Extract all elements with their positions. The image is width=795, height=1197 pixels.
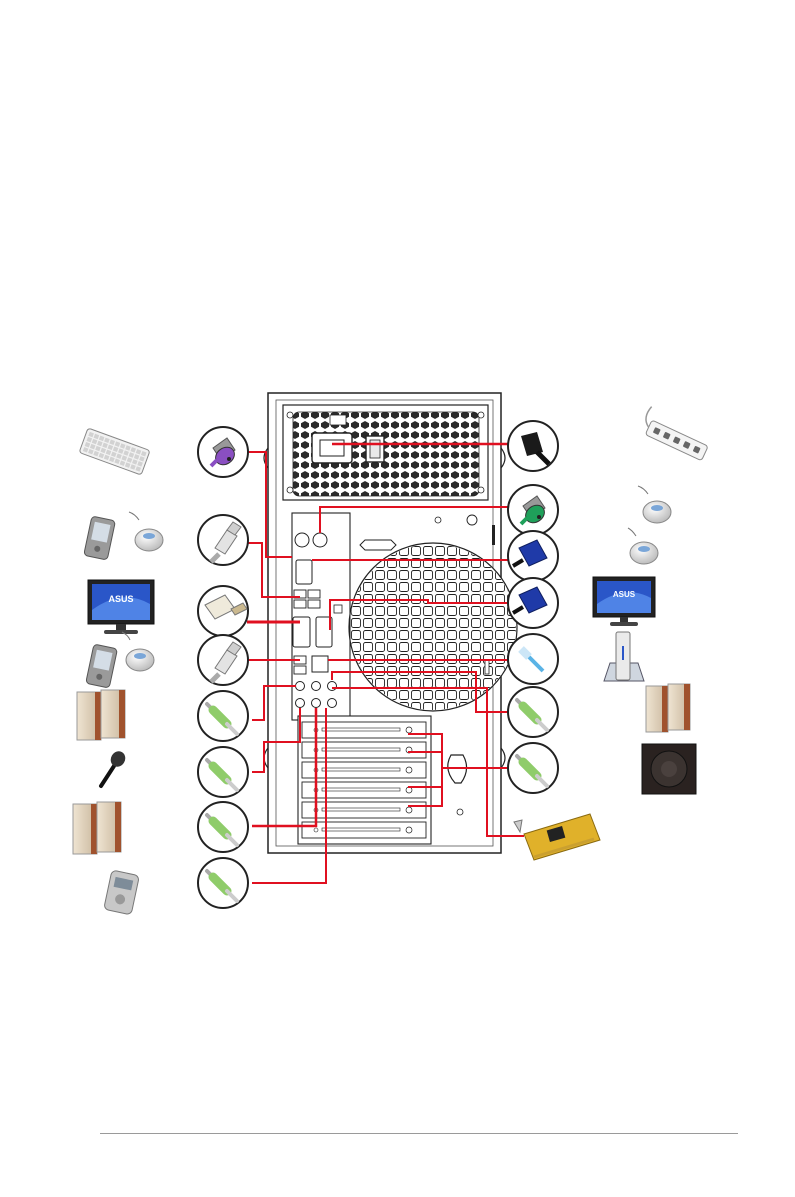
right-connector-column	[508, 421, 558, 793]
device-subwoofer	[642, 744, 696, 794]
audio-plug-connector-7	[508, 743, 558, 793]
device-speakers-left-2	[73, 802, 121, 854]
power-supply	[283, 405, 488, 500]
usb-plug-connector-2	[198, 515, 248, 565]
serial-plug-connector-3	[508, 531, 558, 581]
audio-jack-5[interactable]	[312, 699, 321, 708]
device-keyboard	[79, 428, 150, 475]
left-connector-column	[198, 427, 248, 908]
audio-jack-2[interactable]	[312, 682, 321, 691]
ac-power-inlet[interactable]	[312, 433, 352, 463]
device-monitor-right: ASUS	[593, 577, 655, 626]
fan-grille	[349, 543, 517, 712]
computer-case-rear	[264, 393, 517, 853]
device-speakers-right	[646, 684, 690, 732]
audio-plug-connector-7	[198, 802, 248, 852]
audio-jack-1[interactable]	[296, 682, 305, 691]
device-monitor-left: ASUS	[88, 580, 154, 634]
audio-plug-connector-6	[198, 747, 248, 797]
voltage-selector[interactable]	[330, 415, 346, 425]
serial-port[interactable]	[296, 560, 312, 584]
lan-port[interactable]	[312, 656, 328, 672]
device-power-strip	[639, 406, 713, 461]
audio-jack-6[interactable]	[328, 699, 337, 708]
usb-port-3[interactable]	[294, 600, 306, 608]
audio-jack-3[interactable]	[328, 682, 337, 691]
lan-plug-connector-5	[508, 634, 558, 684]
audio-plug-connector-8	[198, 858, 248, 908]
expansion-slots	[298, 716, 431, 844]
ps2-keyboard-plug-connector-1	[198, 427, 248, 477]
vga-plug-connector-4	[508, 578, 558, 628]
audio-plug-connector-5	[198, 691, 248, 741]
ps2-mouse-plug-connector-2	[508, 485, 558, 535]
device-recorder	[104, 870, 140, 915]
device-mouse-2	[628, 528, 658, 564]
device-expansion-card	[514, 814, 600, 860]
page-footer-rule	[100, 1133, 738, 1134]
device-speakers-left-1	[77, 690, 125, 740]
ps2-keyboard-port[interactable]	[313, 533, 327, 547]
case-slot-cover	[360, 540, 396, 550]
usb-port-6[interactable]	[294, 666, 306, 674]
dvi-plug-connector-3	[198, 586, 248, 636]
monitor-brand-logo: ASUS	[108, 594, 133, 604]
ps2-mouse-port[interactable]	[295, 533, 309, 547]
device-mouse-1	[638, 486, 671, 523]
usb-plug-connector-4	[198, 635, 248, 685]
usb-port-4[interactable]	[308, 600, 320, 608]
usb-port-2[interactable]	[308, 590, 320, 598]
monitor-brand-logo-right: ASUS	[613, 590, 636, 599]
power-cord-plug-connector-1	[508, 421, 558, 471]
audio-jack-4[interactable]	[296, 699, 305, 708]
device-microphone	[101, 749, 128, 786]
device-modem	[604, 632, 644, 681]
device-pda-and-mouse-1	[84, 512, 163, 560]
device-pda-and-mouse-2	[86, 632, 154, 688]
audio-plug-connector-6	[508, 687, 558, 737]
